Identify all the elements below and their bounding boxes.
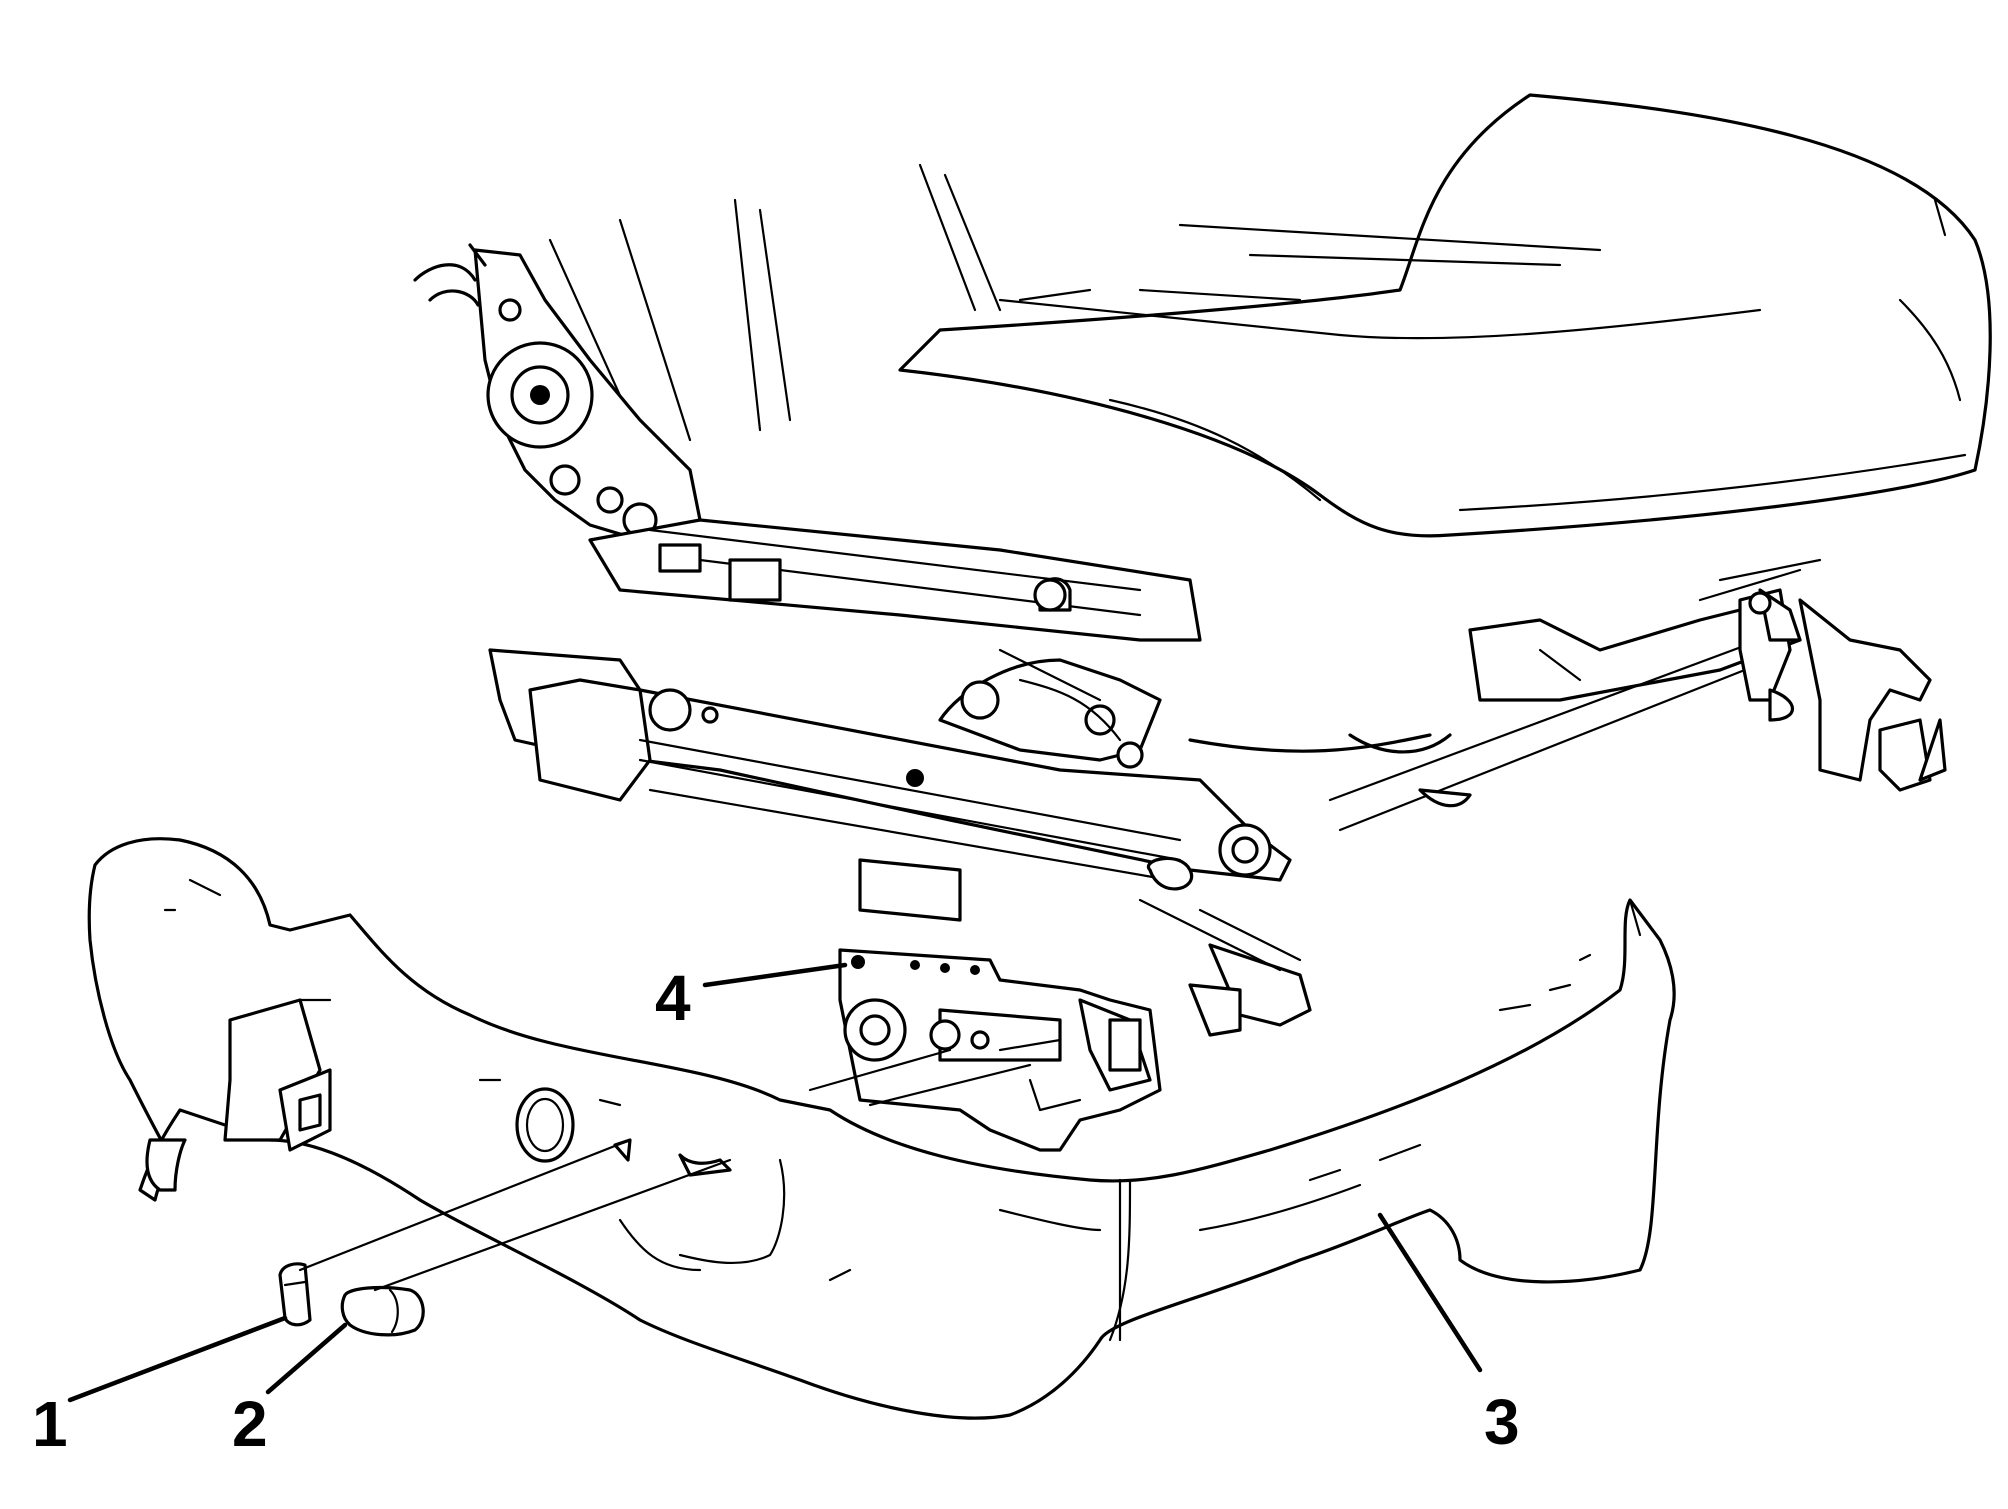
callout-3: 3 [1484, 1386, 1520, 1458]
seat-back-frame [548, 163, 1092, 442]
part-3-trim-panel [87, 837, 1676, 1420]
seat-track-right-rail [1328, 558, 1947, 832]
seat-track-left-rail [488, 648, 1312, 1037]
part-1-clip [278, 1262, 312, 1327]
part-4-bracket [838, 948, 1162, 1152]
callout-leaders [67, 962, 1483, 1403]
center-mechanism [938, 578, 1452, 769]
seat-track-upper [588, 518, 1202, 642]
recliner-mechanism [413, 243, 702, 542]
callout-1: 1 [32, 1388, 68, 1460]
callout-2: 2 [232, 1388, 268, 1460]
part-2-knob [340, 1285, 425, 1337]
callout-4: 4 [655, 962, 691, 1034]
seat-cushion [898, 93, 1992, 538]
assembly-guide-lines [298, 1048, 1032, 1292]
